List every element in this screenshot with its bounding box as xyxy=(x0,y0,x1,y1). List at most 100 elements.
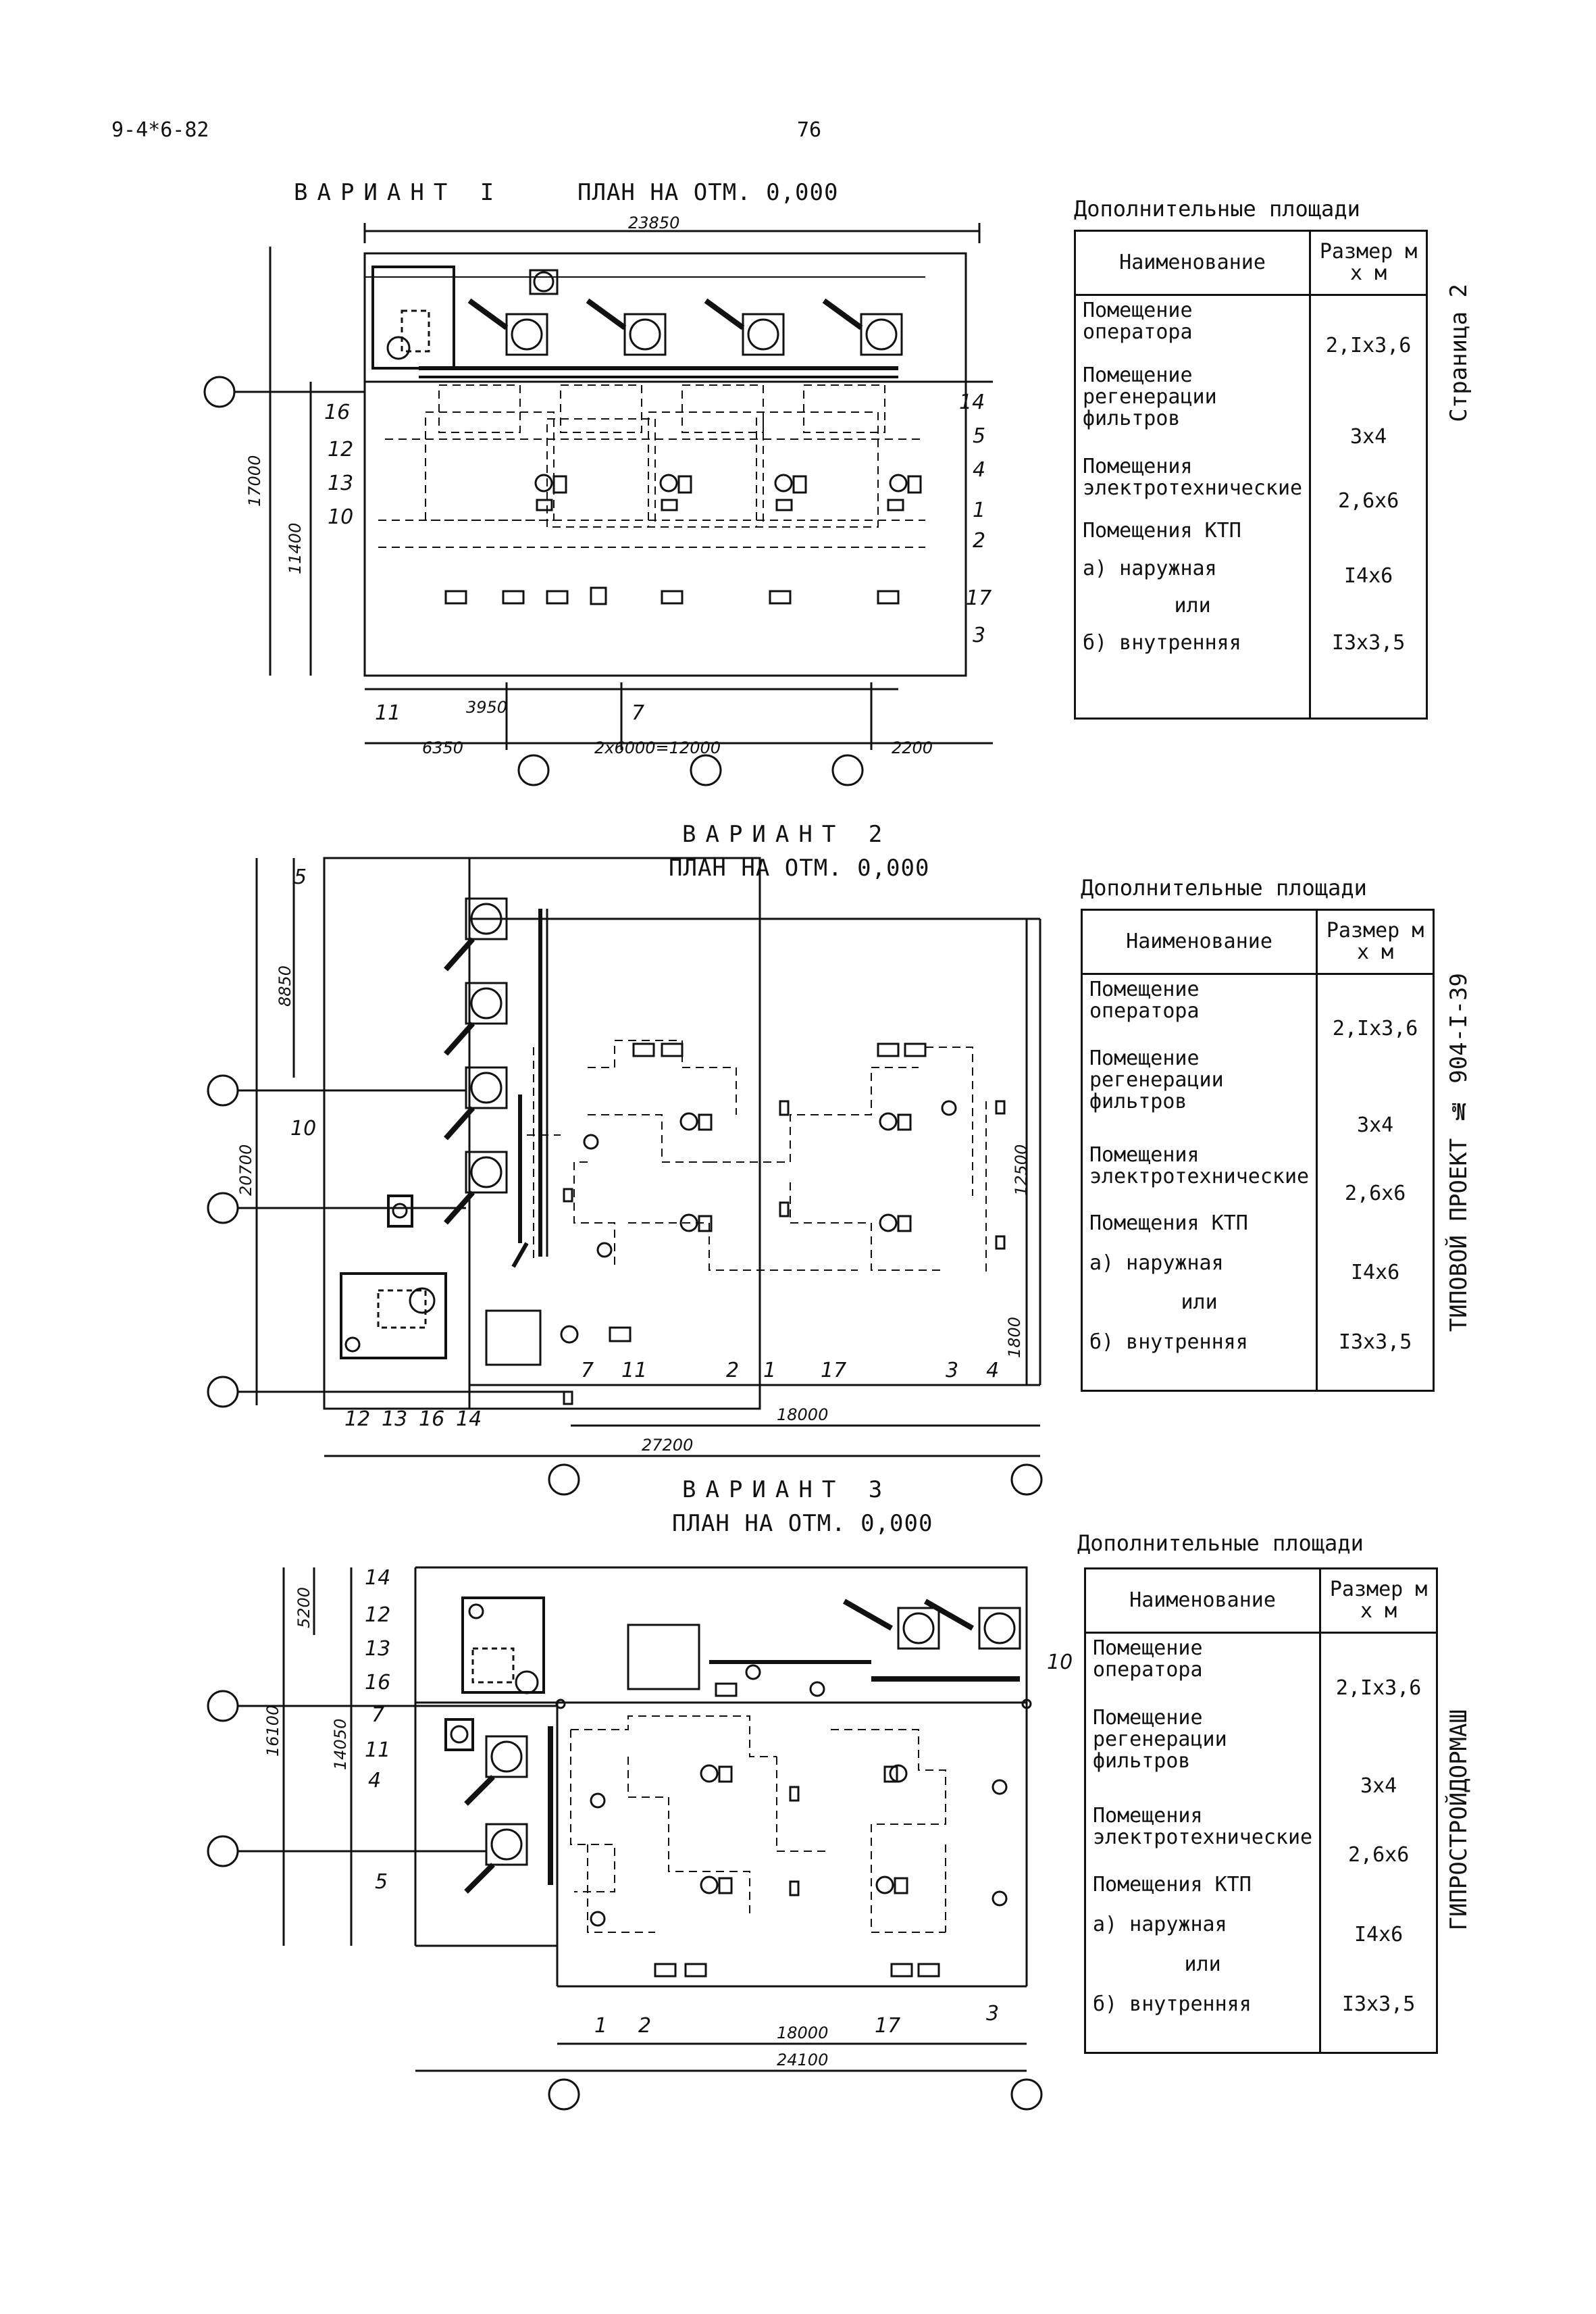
v1-dim-d2: 6350 xyxy=(422,738,463,757)
v3-callout-12: 12 xyxy=(365,1603,390,1627)
table2-row-size: 3х4 xyxy=(1316,1043,1435,1141)
table2-row-name: а) наружная xyxy=(1080,1248,1318,1288)
v3-dim-height-total: 16100 xyxy=(263,1705,282,1757)
v3-callout-5: 5 xyxy=(375,1870,388,1894)
table1-row-size xyxy=(1309,590,1428,628)
v1-dim-overall: 23850 xyxy=(628,213,679,232)
table2-caption: Дополнительные площади xyxy=(1081,875,1367,901)
table1-row-name: а) наружная xyxy=(1073,553,1312,591)
table2-row-name: Помещение оператора xyxy=(1080,974,1318,1044)
v2-dim-inner-height: 12500 xyxy=(1012,1145,1031,1196)
v3-callout-2: 2 xyxy=(638,2014,651,2038)
variant1-title: ВАРИАНТ I xyxy=(294,179,504,206)
v2-callout-17: 17 xyxy=(821,1359,846,1382)
table1-row-name: Помещение оператора xyxy=(1073,295,1312,361)
table3-row-size: I3х3,5 xyxy=(1319,1990,1439,2053)
table3-row-size: I4х6 xyxy=(1319,1909,1439,1950)
table1-row-size: 2,6х6 xyxy=(1309,452,1428,517)
table1-row-name: Помещения КТП xyxy=(1073,516,1312,554)
table3-row-size: 3х4 xyxy=(1319,1703,1439,1801)
table2-row-name: Помещения электротехнические xyxy=(1080,1140,1318,1209)
v1-callout-3: 3 xyxy=(973,624,985,647)
variant3-plan-drawing: 5200 16100 14050 18000 24100 14 12 13 16… xyxy=(207,1566,1073,2111)
table3-row-name: Помещения КТП xyxy=(1083,1869,1322,1910)
v2-dim-inner-width: 18000 xyxy=(777,1405,828,1424)
v3-callout-11: 11 xyxy=(365,1738,390,1762)
v1-dim-d4: 2200 xyxy=(892,738,933,757)
document-code: 9-4*6-82 xyxy=(111,118,209,142)
v3-callout-17: 17 xyxy=(875,2014,900,2038)
v2-dim-overall: 27200 xyxy=(642,1436,693,1455)
table2-row-name: б) внутренняя xyxy=(1080,1328,1318,1391)
v3-callout-13: 13 xyxy=(365,1637,390,1661)
table1-row-size: 2,Iх3,6 xyxy=(1309,295,1428,361)
table2: Наименование Размер м х м Помещение опер… xyxy=(1080,909,1435,1392)
v1-callout-5: 5 xyxy=(973,424,985,448)
table2-row-size xyxy=(1316,1288,1435,1328)
v2-dim-bottom-small: 1800 xyxy=(1005,1317,1024,1358)
variant2-plan-drawing: 8850 20700 12500 1800 18000 27200 5 10 1… xyxy=(207,857,1043,1496)
variant1-plan-drawing: 23850 17000 11400 3950 6350 2х6000=12000… xyxy=(203,213,993,786)
v3-callout-10: 10 xyxy=(1047,1651,1073,1674)
table2-row-size: I3х3,5 xyxy=(1316,1328,1435,1391)
table1-row-name: б) внутренняя xyxy=(1073,628,1312,719)
v3-dim-top: 5200 xyxy=(294,1587,313,1628)
v1-callout-13: 13 xyxy=(328,472,353,495)
table3-caption: Дополнительные площади xyxy=(1077,1530,1364,1556)
table1-col-size: Размер м х м xyxy=(1309,230,1428,296)
v2-callout-7: 7 xyxy=(581,1359,594,1382)
v1-dim-height-inner: 11400 xyxy=(286,523,305,574)
table3-row-size xyxy=(1319,1949,1439,1990)
table2-row-size: 2,Iх3,6 xyxy=(1316,974,1435,1044)
v1-callout-11: 11 xyxy=(375,701,401,725)
v1-dim-d1: 3950 xyxy=(466,698,507,717)
v3-callout-14: 14 xyxy=(365,1566,390,1590)
v1-callout-10: 10 xyxy=(328,505,353,529)
table2-col-name: Наименование xyxy=(1080,909,1318,975)
v1-dim-d3: 2х6000=12000 xyxy=(594,738,721,757)
table1-row-size xyxy=(1309,516,1428,554)
table3-row-name: или xyxy=(1083,1949,1322,1990)
table2-row-size xyxy=(1316,1209,1435,1249)
table3-row-size: 2,6х6 xyxy=(1319,1801,1439,1870)
side-org-label: ГИПРОСТРОЙДОРМАШ xyxy=(1445,1709,1472,1931)
table2-row-name: Помещения КТП xyxy=(1080,1209,1318,1249)
v2-dim-top: 8850 xyxy=(276,965,294,1007)
v2-callout-12: 12 xyxy=(344,1407,370,1431)
v2-callout-10: 10 xyxy=(290,1117,316,1140)
v1-callout-14: 14 xyxy=(959,391,985,414)
v2-callout-11: 11 xyxy=(621,1359,647,1382)
v2-callout-5: 5 xyxy=(294,865,307,889)
v3-callout-7: 7 xyxy=(371,1703,384,1727)
v1-callout-17: 17 xyxy=(966,586,992,610)
variant1-subtitle: ПЛАН НА ОТМ. 0,000 xyxy=(577,179,839,206)
v1-callout-1: 1 xyxy=(973,499,985,522)
table2-row-name: или xyxy=(1080,1288,1318,1328)
table1-row-size: 3х4 xyxy=(1309,360,1428,453)
table2-row-size: 2,6х6 xyxy=(1316,1140,1435,1209)
v2-callout-14: 14 xyxy=(456,1407,482,1431)
v3-dim-inner-width: 18000 xyxy=(777,2023,828,2042)
table2-row-size: I4х6 xyxy=(1316,1248,1435,1288)
v2-callout-1: 1 xyxy=(763,1359,776,1382)
variant2-title: ВАРИАНТ 2 xyxy=(682,821,892,848)
v1-dim-height-total: 17000 xyxy=(245,455,264,507)
v2-callout-13: 13 xyxy=(382,1407,407,1431)
v2-callout-3: 3 xyxy=(946,1359,958,1382)
table3-col-size: Размер м х м xyxy=(1319,1568,1439,1634)
v1-callout-2: 2 xyxy=(973,529,985,553)
table1-caption: Дополнительные площади xyxy=(1074,196,1360,222)
v2-callout-2: 2 xyxy=(726,1359,739,1382)
table3-row-name: Помещения электротехнические xyxy=(1083,1801,1322,1870)
side-page-label: Страница 2 xyxy=(1445,284,1472,422)
variant2-subtitle: ПЛАН НА ОТМ. 0,000 xyxy=(669,855,930,882)
variant3-title: ВАРИАНТ 3 xyxy=(682,1476,892,1503)
table2-row-name: Помещение регенерации фильтров xyxy=(1080,1043,1318,1141)
table1-row-name: или xyxy=(1073,590,1312,628)
v3-callout-1: 1 xyxy=(594,2014,607,2038)
v3-dim-height-inner: 14050 xyxy=(331,1719,350,1770)
table3-row-name: Помещение регенерации фильтров xyxy=(1083,1703,1322,1801)
v1-callout-16: 16 xyxy=(324,401,350,424)
side-project-label: ТИПОВОЙ ПРОЕКТ № 904-I-39 xyxy=(1445,973,1472,1332)
table3-row-name: а) наружная xyxy=(1083,1909,1322,1950)
